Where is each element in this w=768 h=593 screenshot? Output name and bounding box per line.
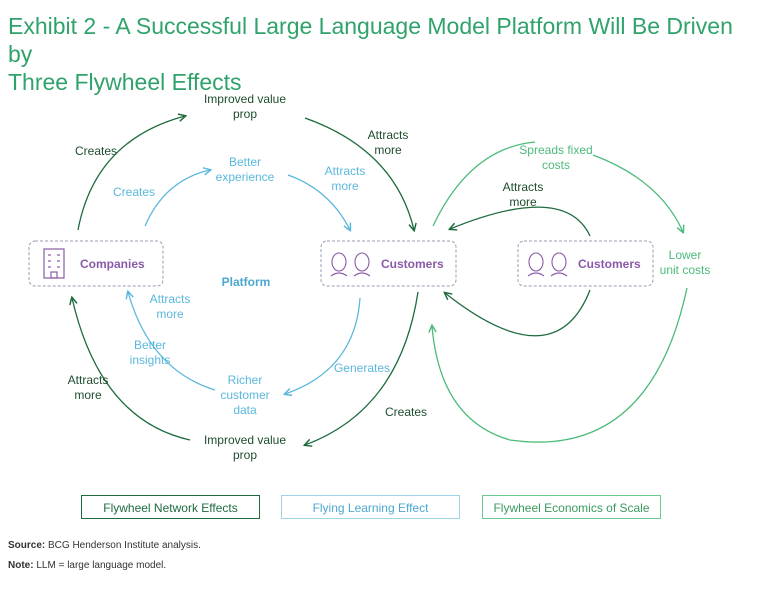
label-line: Better <box>134 338 166 352</box>
arrow-econ-attracts-more-dark <box>450 206 591 237</box>
customers-left-label: Customers <box>381 257 444 271</box>
label-line: Creates <box>385 405 427 419</box>
customers-right-label: Customers <box>578 257 641 271</box>
label-line: more <box>74 388 102 402</box>
arrow-companies-to-value-prop-top <box>77 116 185 231</box>
label-line: prop <box>233 448 257 462</box>
label-line: Improved value <box>204 92 286 106</box>
people-icon <box>527 252 568 277</box>
platform-label: Platform <box>222 275 271 289</box>
label-creates-inner: Creates <box>113 185 155 199</box>
label-creates-top-left: Creates <box>75 144 117 158</box>
people-icon <box>330 252 371 277</box>
arrow-companies-to-better-experience <box>144 170 210 227</box>
source-label: Source: <box>8 540 46 551</box>
arrow-econ-lower-loop-dark <box>445 289 591 337</box>
label-line: Improved value <box>204 433 286 447</box>
label-line: more <box>509 195 537 209</box>
label-line: more <box>331 179 359 193</box>
label-line: Attracts <box>503 180 544 194</box>
label-creates-bottom-right: Creates <box>385 405 427 419</box>
source-text: BCG Henderson Institute analysis. <box>48 540 201 551</box>
label-line: Spreads fixed <box>519 143 592 157</box>
customers-right-node: Customers <box>517 240 654 287</box>
label-line: Attracts <box>325 164 366 178</box>
label-line: costs <box>542 158 570 172</box>
label-line: Attracts <box>368 128 409 142</box>
label-line: Generates <box>334 361 390 375</box>
arrow-customers-to-spreads-costs <box>432 141 536 227</box>
llm-note: Note: LLM = large language model. <box>8 560 166 571</box>
companies-label: Companies <box>80 257 145 271</box>
label-line: insights <box>130 353 171 367</box>
label-line: Richer <box>228 373 263 387</box>
label-line: Better <box>229 155 261 169</box>
arrow-customers-to-richer-data <box>285 297 361 394</box>
arrow-customers-to-value-prop-bottom <box>305 291 419 445</box>
label-line: Attracts <box>150 292 191 306</box>
page-title: Exhibit 2 - A Successful Large Language … <box>8 12 758 96</box>
legend-network-effects: Flywheel Network Effects <box>81 495 260 519</box>
label-line: data <box>233 403 257 417</box>
title-line-2: Three Flywheel Effects <box>8 69 242 95</box>
label-line: more <box>156 307 184 321</box>
building-icon <box>43 248 65 279</box>
customers-left-node: Customers <box>320 240 457 287</box>
title-line-1: Exhibit 2 - A Successful Large Language … <box>8 13 733 67</box>
label-line: unit costs <box>660 263 711 277</box>
label-line: more <box>374 143 402 157</box>
label-generates: Generates <box>334 361 390 375</box>
legend-learning-effect: Flying Learning Effect <box>281 495 460 519</box>
label-line: Creates <box>113 185 155 199</box>
legend-economics-of-scale: Flywheel Economics of Scale <box>482 495 661 519</box>
label-line: prop <box>233 107 257 121</box>
label-line: experience <box>216 170 275 184</box>
label-line: Lower <box>669 248 702 262</box>
arrow-lower-costs-to-customers <box>432 287 688 443</box>
arrow-better-experience-to-customers <box>287 174 350 230</box>
note-label: Note: <box>8 560 34 571</box>
source-note: Source: BCG Henderson Institute analysis… <box>8 540 201 551</box>
arrow-richer-data-to-companies <box>128 292 216 391</box>
label-line: Creates <box>75 144 117 158</box>
arrow-value-prop-top-to-customers <box>304 117 414 230</box>
arrow-spreads-costs-to-lower-costs <box>592 154 683 232</box>
label-line: customer <box>220 388 269 402</box>
arrow-value-prop-bottom-to-companies <box>72 298 191 441</box>
label-line: Attracts <box>68 373 109 387</box>
note-text: LLM = large language model. <box>36 560 167 571</box>
companies-node: Companies <box>28 240 164 287</box>
